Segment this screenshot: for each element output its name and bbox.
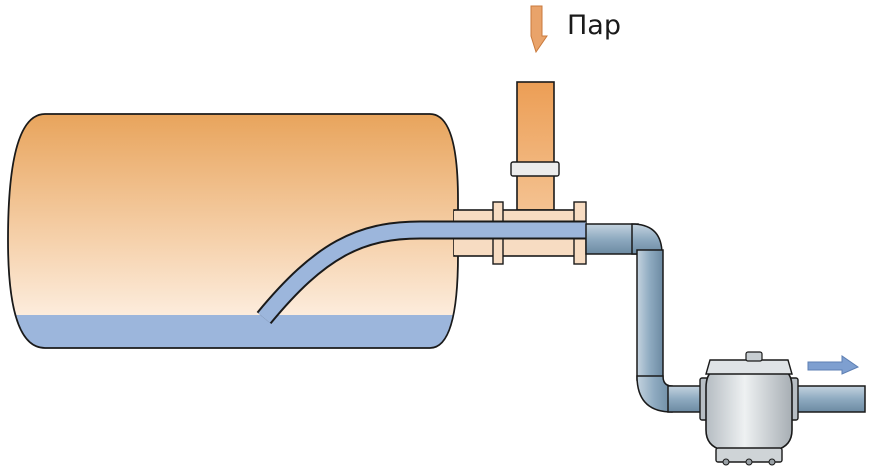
siphon-pipe	[256, 220, 586, 325]
steam-inlet-arrow-icon	[530, 5, 548, 54]
condensate-pipe	[585, 223, 866, 413]
condensate-layer	[8, 315, 458, 348]
vessel	[7, 113, 459, 349]
steam-supply-pipe	[510, 81, 560, 211]
discharge-arrow-icon	[807, 355, 860, 375]
steam-label: Пар	[567, 10, 621, 41]
steam-trap	[699, 351, 799, 466]
